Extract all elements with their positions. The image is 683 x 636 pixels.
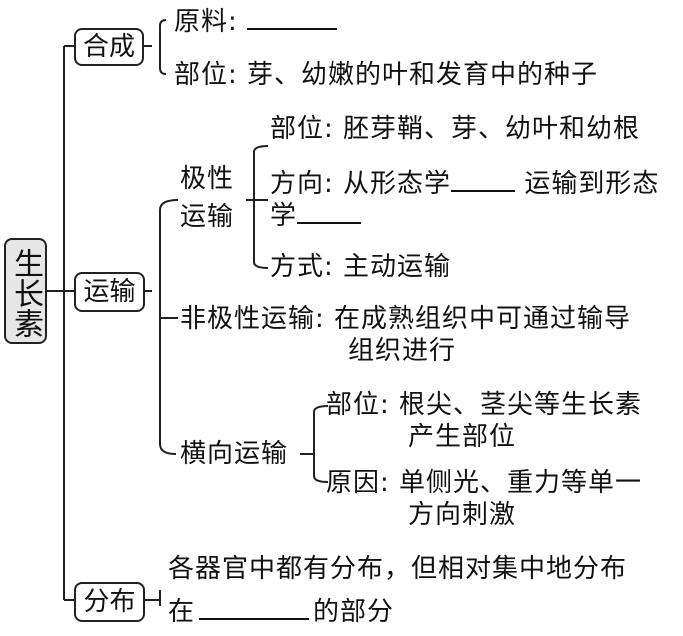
synthesis-site-row: 部位: 芽、幼嫩的叶和发育中的种子 (174, 58, 598, 92)
synthesis-site-label: 部位: (174, 60, 238, 90)
nonpolar-transport-label: 非极性运输: (180, 304, 325, 334)
nonpolar-transport-row: 非极性运输: 在成熟组织中可通过输导 (180, 302, 631, 336)
polar-direction-blank-1 (451, 166, 516, 192)
distribution-blank (199, 594, 310, 620)
polar-direction-text-before: 从形态学 (343, 169, 452, 199)
polar-mode-text: 主动运输 (343, 252, 452, 282)
root-node-label: 生长素 (8, 248, 43, 338)
lateral-cause-row-2: 方向刺激 (408, 498, 516, 532)
polar-direction-row-2: 学 (270, 198, 362, 233)
distribution-text-row-2: 在 的部分 (168, 594, 394, 629)
lateral-site-text-line1: 根尖、茎尖等生长素 (399, 390, 643, 420)
lateral-cause-text-line2: 方向刺激 (408, 500, 517, 530)
polar-site-text: 胚芽鞘、芽、幼叶和幼根 (343, 114, 641, 144)
polar-mode-label: 方式: (270, 252, 334, 282)
transport-node-label: 运输 (83, 277, 136, 307)
synthesis-material-blank (247, 4, 338, 30)
polar-transport-label-line2: 运输 (180, 202, 235, 232)
nonpolar-transport-text-line1: 在成熟组织中可通过输导 (334, 304, 632, 334)
polar-direction-text-line2: 学 (270, 201, 298, 231)
lateral-site-row-2: 产生部位 (408, 420, 516, 454)
lateral-site-row: 部位: 根尖、茎尖等生长素 (326, 388, 642, 422)
synthesis-bracket (159, 19, 167, 75)
distribution-text-row-1: 各器官中都有分布，但相对集中地分布 (168, 552, 627, 586)
synthesis-material-label: 原料: (174, 7, 238, 37)
lateral-transport-label: 横向运输 (180, 439, 289, 469)
transport-node-box: 运输 (74, 272, 145, 312)
distribution-text-after: 的部分 (313, 597, 395, 627)
root-node-box: 生长素 (4, 238, 47, 344)
synthesis-node-box: 合成 (74, 28, 144, 66)
transport-bracket (159, 199, 179, 455)
distribution-node-label: 分布 (83, 587, 136, 617)
polar-bracket (253, 145, 269, 269)
polar-site-label: 部位: (270, 114, 334, 144)
polar-transport-label-line1: 极性 (180, 164, 235, 194)
lateral-site-text-line2: 产生部位 (408, 422, 517, 452)
polar-transport-label: 极性 运输 (180, 160, 234, 236)
lateral-cause-text-line1: 单侧光、重力等单一 (399, 468, 643, 498)
polar-direction-label: 方向: (270, 169, 334, 199)
polar-site-row: 部位: 胚芽鞘、芽、幼叶和幼根 (270, 112, 640, 146)
nonpolar-transport-text-line2: 组织进行 (348, 336, 457, 366)
lateral-cause-label: 原因: (326, 468, 390, 498)
polar-direction-row: 方向: 从形态学 运输到形态 (270, 166, 659, 201)
nonpolar-transport-row-2: 组织进行 (348, 334, 456, 368)
distribution-node-box: 分布 (74, 582, 145, 622)
lateral-site-label: 部位: (326, 390, 390, 420)
polar-direction-blank-2 (297, 198, 362, 224)
distribution-text-before: 在 (168, 597, 196, 627)
synthesis-node-label: 合成 (82, 32, 135, 62)
distribution-text-line1: 各器官中都有分布，但相对集中地分布 (168, 554, 628, 584)
lateral-bracket (313, 405, 329, 483)
polar-mode-row: 方式: 主动运输 (270, 250, 451, 284)
synthesis-site-text: 芽、幼嫩的叶和发育中的种子 (247, 60, 599, 90)
polar-direction-text-middle: 运输到形态 (524, 169, 660, 199)
synthesis-material-row: 原料: (174, 4, 338, 39)
lateral-cause-row: 原因: 单侧光、重力等单一 (326, 466, 642, 500)
